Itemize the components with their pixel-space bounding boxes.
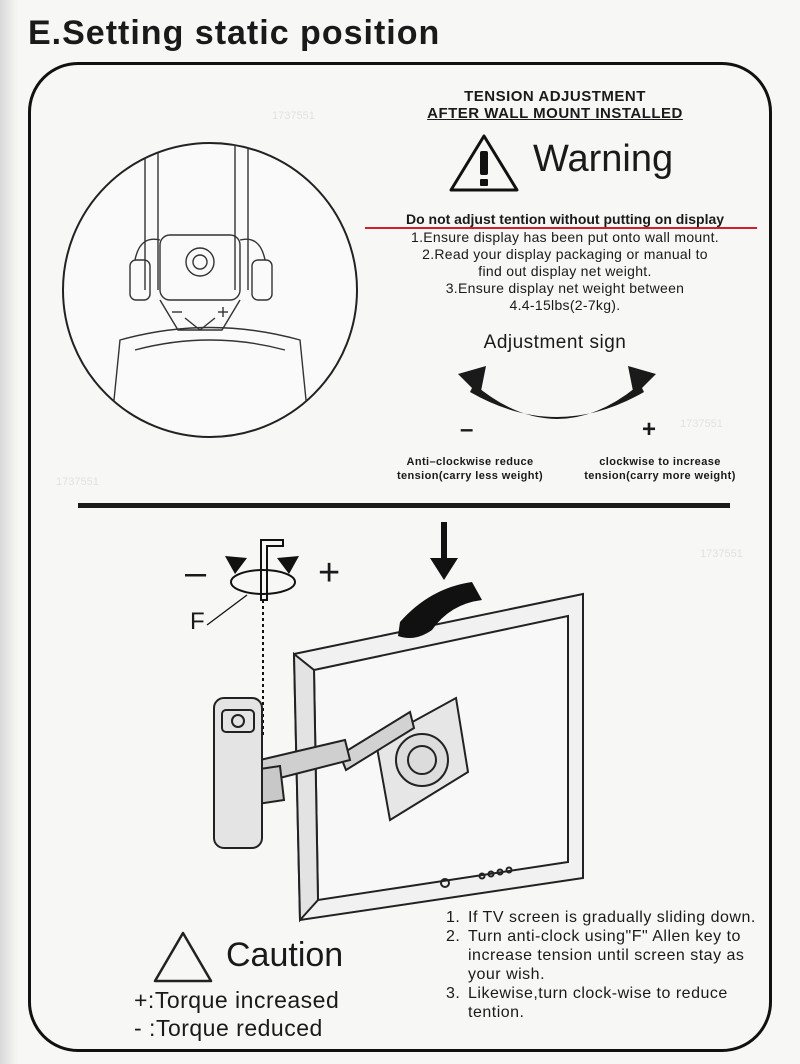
item-text: If TV screen is gradually sliding down. [468, 909, 756, 926]
key-plus-sign: + [318, 552, 341, 594]
caption-line: Anti–clockwise reduce [406, 456, 534, 468]
list-item: 2. Turn anti-clock using"F" Allen key to … [446, 927, 776, 984]
adjustment-instructions: 1. If TV screen is gradually sliding down… [446, 908, 776, 1022]
torque-reduced-line: - :Torque reduced [134, 1015, 323, 1041]
section-heading: E.Setting static position [28, 14, 441, 52]
watermark: 1737551 [272, 110, 315, 122]
clockwise-caption: clockwise to increase tension(carry more… [560, 455, 760, 483]
watermark: 1737551 [56, 476, 99, 488]
allen-key-label: F [190, 608, 205, 635]
red-underline [365, 227, 757, 229]
caution-label: Caution [226, 936, 344, 974]
item-number: 2. [446, 928, 461, 945]
down-arrow-icon [430, 522, 458, 580]
caption-line: clockwise to increase [599, 456, 721, 468]
mount-detail-illustration [62, 142, 358, 438]
step-line: 4.4-15lbs(2-7kg). [509, 297, 621, 313]
item-text: Likewise,turn clock-wise to reduce tenti… [468, 985, 728, 1021]
torque-increased-line: +:Torque increased [134, 987, 340, 1013]
warning-icon [449, 134, 519, 192]
adjustment-sign-title: Adjustment sign [483, 332, 627, 353]
item-text: Turn anti-clock using"F" Allen key to in… [468, 928, 745, 983]
caption-line: tension(carry less weight) [396, 470, 544, 482]
curved-double-arrow-icon [458, 366, 656, 419]
adjustment-minus-sign: – [460, 416, 474, 443]
tension-adjustment-title: TENSION ADJUSTMENT AFTER WALL MOUNT INST… [360, 88, 750, 122]
do-not-adjust-note: Do not adjust tention without putting on… [405, 211, 725, 227]
warning-steps: 1.Ensure display has been put onto wall … [360, 229, 770, 314]
step-line: 1.Ensure display has been put onto wall … [411, 229, 719, 245]
adjustment-plus-sign: + [642, 416, 657, 443]
torque-legend: +:Torque increased - :Torque reduced [134, 986, 339, 1042]
page-edge-shadow [0, 0, 18, 1064]
instruction-frame [28, 62, 772, 1052]
watermark: 1737551 [680, 418, 723, 430]
title-line-2: AFTER WALL MOUNT INSTALLED [427, 105, 683, 122]
step-line: 3.Ensure display net weight between [445, 280, 685, 296]
step-line: find out display net weight. [478, 263, 652, 279]
section-divider [78, 503, 730, 508]
title-line-1: TENSION ADJUSTMENT [464, 88, 646, 105]
warning-label: Warning [533, 138, 674, 180]
item-number: 1. [446, 909, 461, 926]
item-number: 3. [446, 985, 461, 1002]
allen-key-rotation-icon [206, 539, 299, 735]
list-item: 1. If TV screen is gradually sliding down… [446, 908, 776, 927]
monitor-arm-illustration [213, 582, 584, 923]
step-line: 2.Read your display packaging or manual … [422, 246, 708, 262]
caption-line: tension(carry more weight) [584, 470, 736, 482]
caution-icon [153, 931, 213, 983]
anticlockwise-caption: Anti–clockwise reduce tension(carry less… [380, 455, 560, 483]
watermark: 1737551 [700, 548, 743, 560]
key-minus-sign: – [185, 552, 207, 594]
list-item: 3. Likewise,turn clock-wise to reduce ten… [446, 984, 776, 1022]
